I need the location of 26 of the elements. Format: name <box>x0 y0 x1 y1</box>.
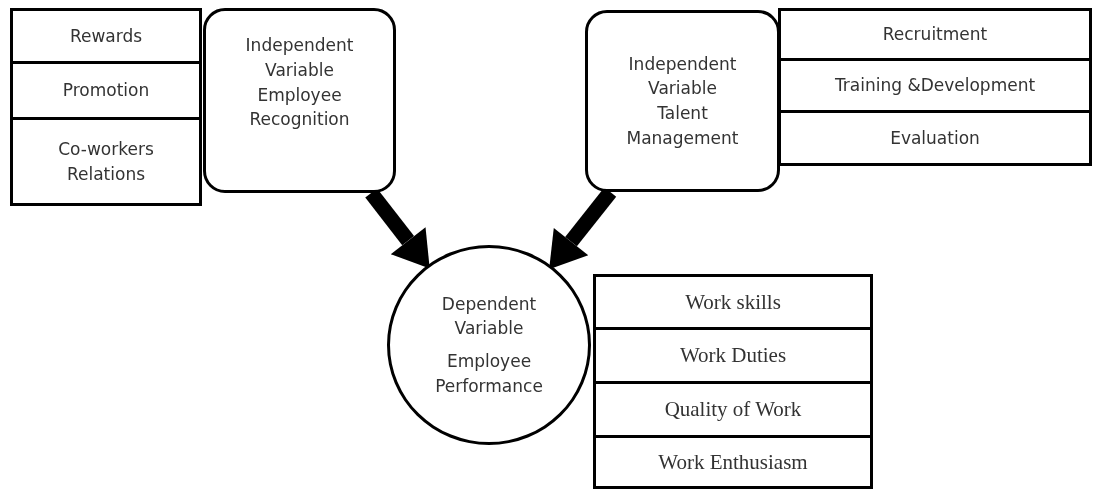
item-box <box>778 110 1092 166</box>
item-box <box>593 381 873 438</box>
node-text: Work skills <box>685 288 781 316</box>
node-text: Co-workers Relations <box>57 137 155 186</box>
node-text: Rewards <box>69 24 143 48</box>
item-box <box>10 61 202 120</box>
node-text: Training &Development <box>834 74 1036 98</box>
node-text: Employee Performance <box>434 350 544 398</box>
node-text: Evaluation <box>890 126 980 150</box>
node-text: Work Duties <box>679 342 787 370</box>
item-box <box>593 327 873 384</box>
node-text: Independent Variable Talent Management <box>625 52 740 150</box>
node-text: Dependent Variable <box>440 292 538 341</box>
node-text: Work Enthusiasm <box>658 448 808 476</box>
node-text: Recruitment <box>882 23 988 47</box>
item-box <box>593 274 873 330</box>
item-box <box>10 8 202 64</box>
node-text: Quality of Work <box>664 396 802 424</box>
item-box <box>593 435 873 489</box>
variable-box <box>203 8 396 193</box>
node-text: Promotion <box>62 79 150 103</box>
item-box <box>778 58 1092 113</box>
item-box <box>778 8 1092 61</box>
variable-box <box>585 10 780 192</box>
node-text: Independent Variable Employee Recognition <box>244 34 355 132</box>
item-box <box>10 117 202 206</box>
